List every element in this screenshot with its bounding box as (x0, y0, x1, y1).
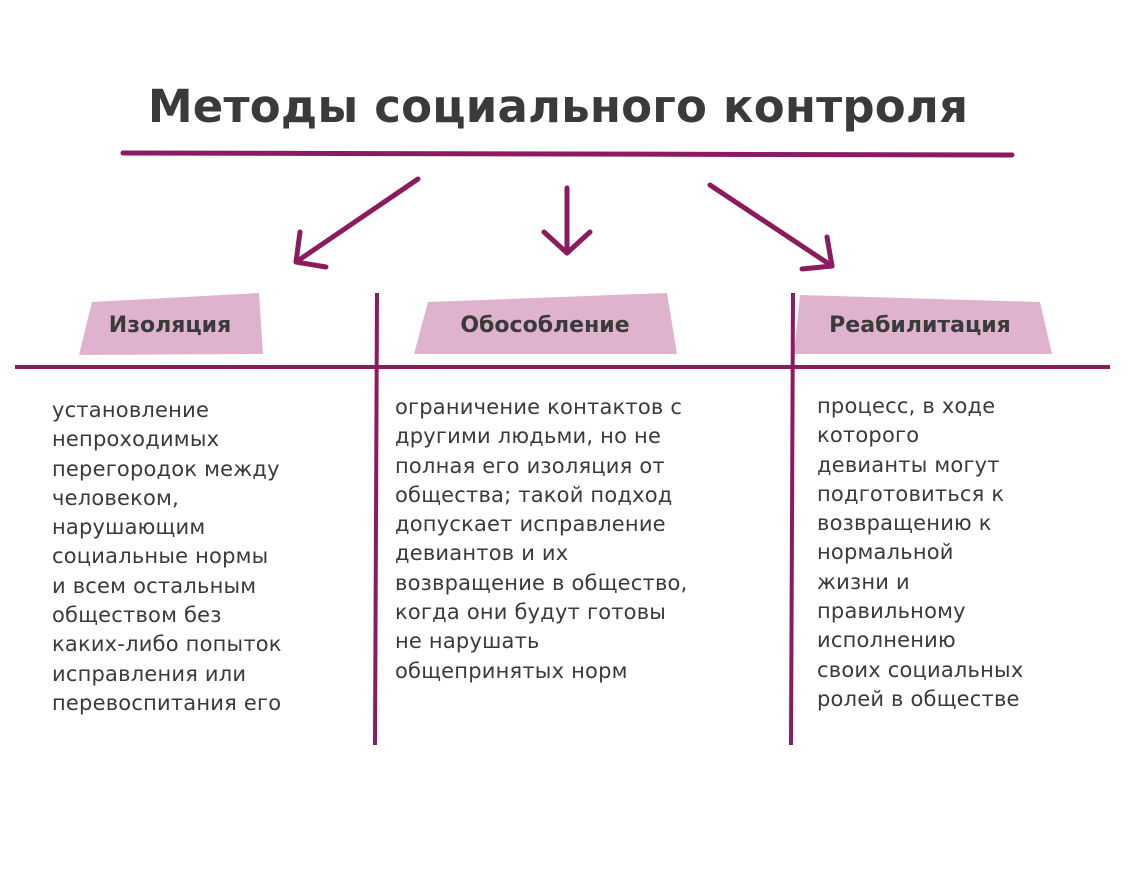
label-separation: Обособление (460, 313, 630, 338)
label-bg-separation (414, 293, 677, 354)
description-rehabilitation: процесс, в ходе которого девианты могут … (817, 394, 1024, 711)
arrow-left (293, 176, 421, 270)
label-rehabilitation: Реабилитация (829, 313, 1011, 338)
vertical-divider-2 (789, 292, 795, 746)
label-bg-isolation (79, 293, 263, 355)
arrow-right (707, 182, 835, 272)
title-underline (120, 150, 1015, 158)
diagram-title: Методы социального контроля (147, 80, 969, 133)
description-separation: ограничение контактов с другими людьми, … (395, 395, 688, 683)
description-isolation: установление непроходимых перегородок ме… (52, 398, 282, 715)
arrow-center (541, 185, 593, 256)
label-isolation: Изоляция (108, 313, 232, 338)
label-bg-rehabilitation (794, 295, 1052, 354)
vertical-divider-1 (373, 292, 379, 746)
